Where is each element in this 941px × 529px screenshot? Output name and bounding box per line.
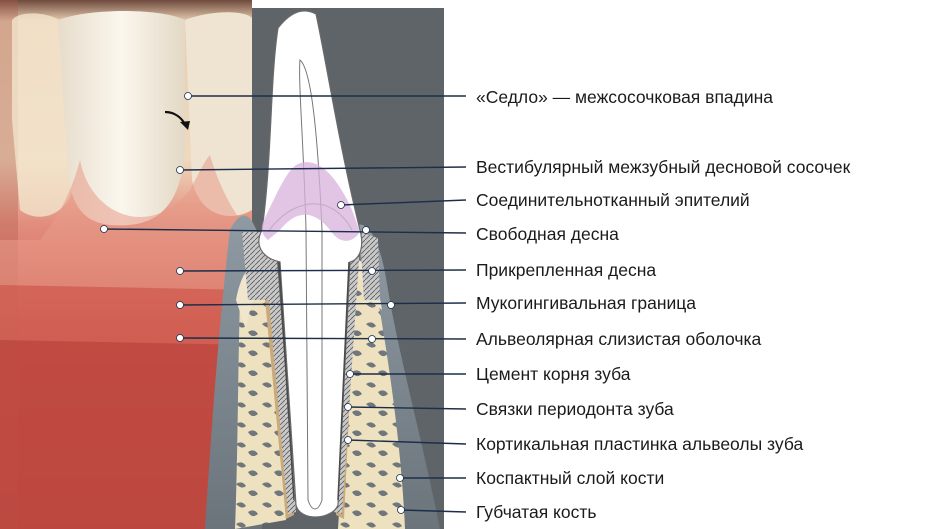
label-papilla: Вестибулярный межзубный десновой сосочек: [476, 157, 851, 177]
label-compact-bone: Коспактный слой кости: [476, 468, 664, 488]
label-free-gingiva: Свободная десна: [476, 224, 619, 244]
label-alveolar-mucosa: Альвеолярная слизистая оболочка: [476, 329, 762, 349]
label-attached-gingiva: Прикрепленная десна: [476, 260, 656, 280]
label-spongy-bone: Губчатая кость: [476, 502, 597, 522]
label-group: «Седло» — межсосочковая впадина Вестибул…: [476, 87, 851, 522]
label-periodontal-ligament: Связки периодонта зуба: [476, 399, 674, 419]
label-cementum: Цемент корня зуба: [476, 364, 631, 384]
label-saddle: «Седло» — межсосочковая впадина: [476, 87, 773, 107]
label-junctional-epithelium: Соединительнотканный эпителий: [476, 190, 750, 210]
label-mucogingival-junction: Мукогингивальная граница: [476, 293, 696, 313]
label-cortical-plate: Кортикальная пластинка альвеолы зуба: [476, 434, 803, 454]
